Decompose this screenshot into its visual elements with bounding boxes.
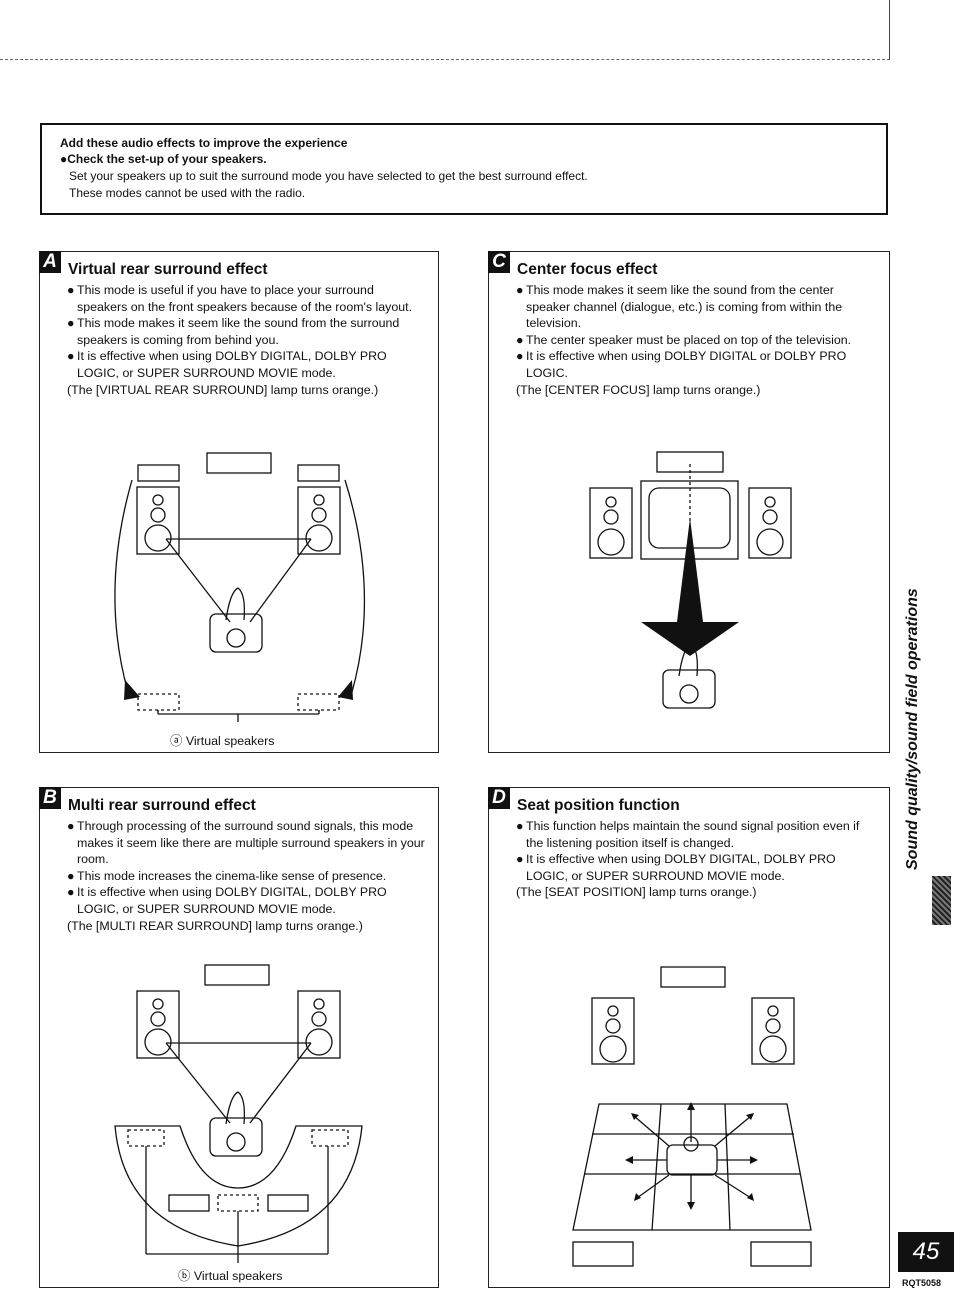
list-item: ●This mode makes it seem like the sound … bbox=[516, 283, 843, 331]
list-item: ●This mode makes it seem like the sound … bbox=[67, 316, 400, 347]
list-item: ●The center speaker must be placed on to… bbox=[516, 332, 852, 347]
intro-line-2: These modes cannot be used with the radi… bbox=[69, 186, 306, 200]
panel-c-badge: C bbox=[488, 251, 510, 273]
panel-b-caption: ⓑ Virtual speakers bbox=[178, 1266, 282, 1284]
list-item: ●This mode increases the cinema-like sen… bbox=[67, 868, 387, 883]
panel-d-note: (The [SEAT POSITION] lamp turns orange.) bbox=[516, 885, 757, 900]
top-dashed-rule bbox=[0, 59, 890, 60]
panel-a-caption: ⓐ Virtual speakers bbox=[170, 731, 274, 749]
panel-c-note: (The [CENTER FOCUS] lamp turns orange.) bbox=[516, 382, 761, 397]
panel-d-title: Seat position function bbox=[517, 797, 680, 814]
list-item: ●This mode is useful if you have to plac… bbox=[67, 283, 413, 314]
panel-a-badge: A bbox=[39, 251, 61, 273]
virtual-rear-diagram bbox=[114, 452, 366, 712]
panel-c-bullets: ●This mode makes it seem like the sound … bbox=[516, 282, 876, 398]
list-item: ●It is effective when using DOLBY DIGITA… bbox=[67, 349, 387, 380]
section-tab-marker bbox=[932, 876, 951, 925]
list-item: ●Through processing of the surround soun… bbox=[67, 819, 425, 867]
top-corner-rule bbox=[889, 0, 890, 60]
panel-multi-rear-surround: B Multi rear surround effect ●Through pr… bbox=[39, 787, 439, 1288]
panel-a-bullets: ●This mode is useful if you have to plac… bbox=[67, 282, 427, 398]
list-item: ●This function helps maintain the sound … bbox=[516, 819, 860, 850]
caption-marker: ⓑ bbox=[178, 1269, 191, 1283]
panel-b-badge: B bbox=[39, 787, 61, 809]
panel-d-bullets: ●This function helps maintain the sound … bbox=[516, 818, 876, 901]
intro-heading: Add these audio effects to improve the e… bbox=[60, 136, 348, 150]
center-focus-diagram bbox=[589, 451, 792, 709]
document-code: RQT5058 bbox=[902, 1278, 942, 1288]
list-item: ●It is effective when using DOLBY DIGITA… bbox=[67, 885, 387, 916]
intro-check: ●Check the set-up of your speakers. bbox=[60, 152, 267, 166]
list-item: ●It is effective when using DOLBY DIGITA… bbox=[516, 349, 847, 380]
panel-b-bullets: ●Through processing of the surround soun… bbox=[67, 818, 427, 934]
panel-center-focus: C Center focus effect ●This mode makes i… bbox=[488, 251, 890, 753]
caption-marker: ⓐ bbox=[170, 734, 183, 748]
page-number: 45 bbox=[898, 1232, 954, 1272]
intro-box: Add these audio effects to improve the e… bbox=[40, 123, 888, 215]
panel-seat-position: D Seat position function ●This function … bbox=[488, 787, 890, 1288]
panel-a-title: Virtual rear surround effect bbox=[68, 261, 268, 278]
intro-line-1: Set your speakers up to suit the surroun… bbox=[69, 169, 588, 183]
caption-text: Virtual speakers bbox=[185, 734, 275, 748]
panel-a-note: (The [VIRTUAL REAR SURROUND] lamp turns … bbox=[67, 382, 379, 397]
list-item: ●It is effective when using DOLBY DIGITA… bbox=[516, 852, 836, 883]
seat-position-diagram bbox=[572, 966, 812, 1267]
panel-b-title: Multi rear surround effect bbox=[68, 797, 256, 814]
multi-rear-diagram bbox=[114, 964, 363, 1263]
caption-text: Virtual speakers bbox=[193, 1269, 283, 1283]
virtual-speaker-bracket bbox=[157, 710, 320, 722]
panel-b-note: (The [MULTI REAR SURROUND] lamp turns or… bbox=[67, 918, 363, 933]
panel-virtual-rear-surround: A Virtual rear surround effect ●This mod… bbox=[39, 251, 439, 753]
panel-c-title: Center focus effect bbox=[517, 261, 658, 278]
section-side-title: Sound quality/sound field operations bbox=[904, 588, 921, 870]
panel-d-badge: D bbox=[488, 787, 510, 809]
